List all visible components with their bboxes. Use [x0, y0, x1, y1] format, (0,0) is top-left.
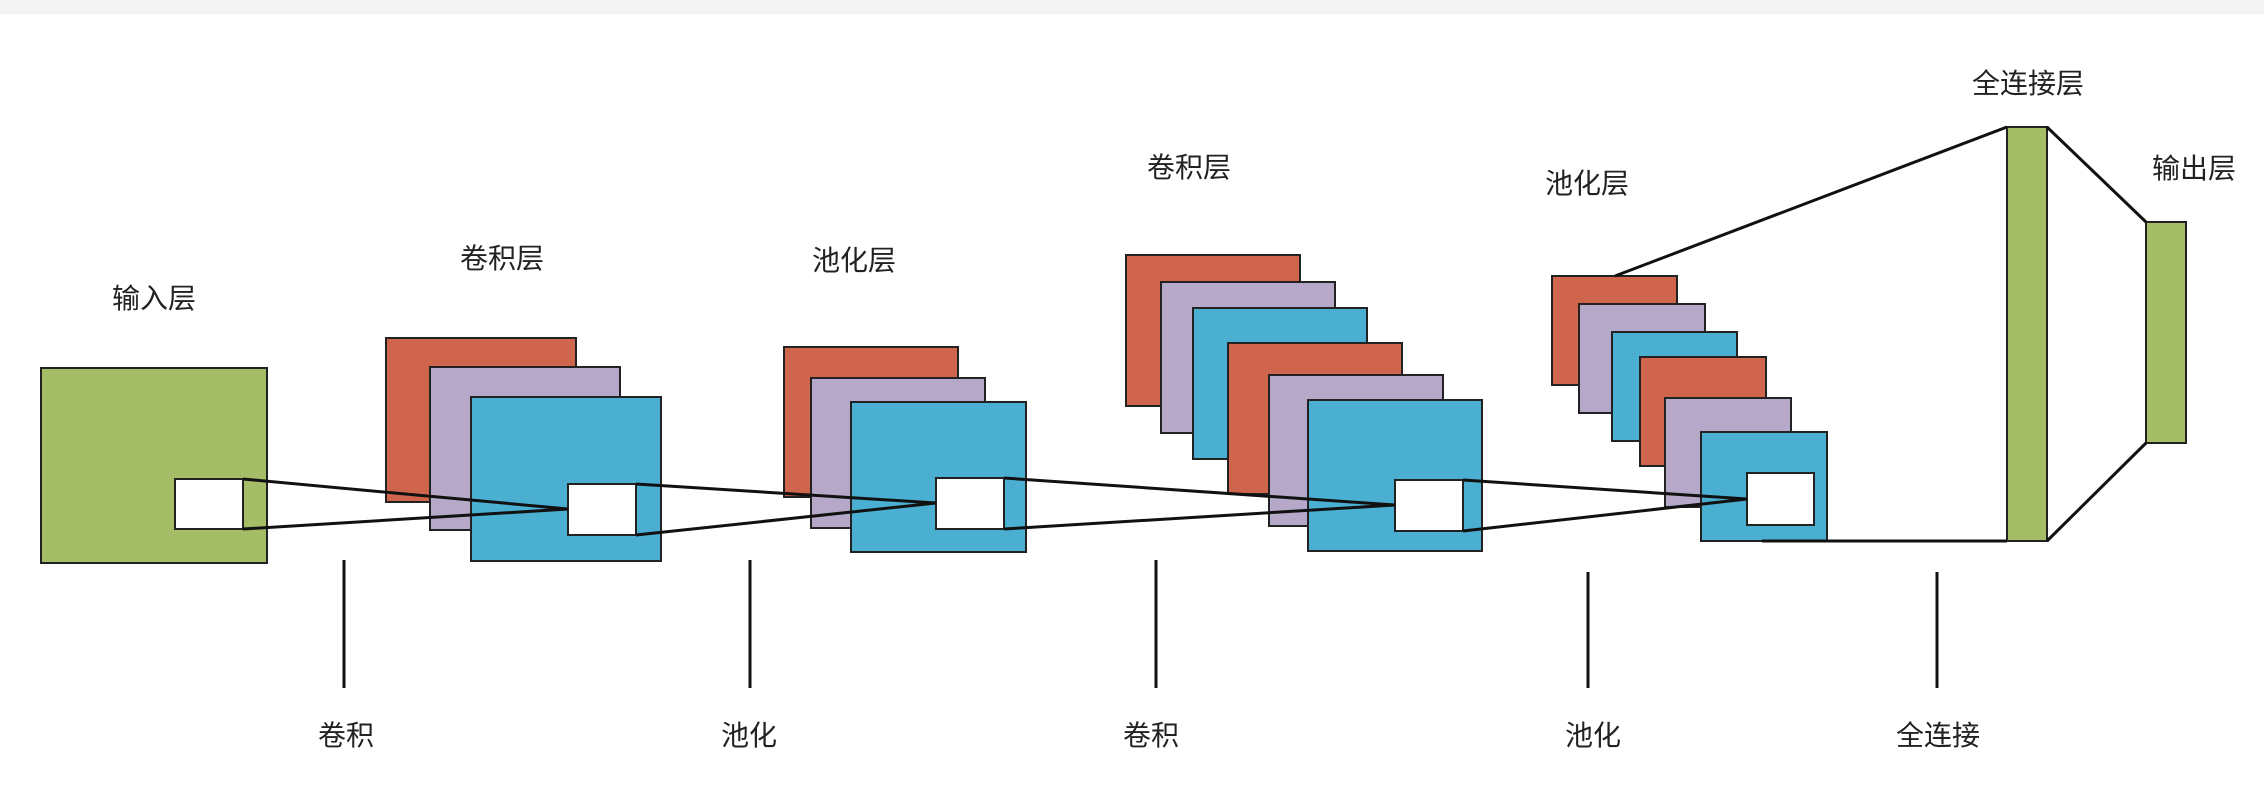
conn-input-bottom	[242, 507, 569, 531]
pool1-operation-label: 池化	[721, 719, 777, 752]
conn-conv1-bottom	[635, 501, 937, 537]
fc-operation-label: 全连接	[1896, 719, 1980, 752]
conv2-layer-label: 卷积层	[1147, 151, 1231, 184]
conv1-layer	[385, 337, 662, 562]
pool2-layer-label: 池化层	[1545, 167, 1629, 200]
pool1-layer-label: 池化层	[812, 244, 896, 277]
conn-pool1-top	[1003, 476, 1396, 507]
input-receptive-window	[174, 478, 244, 530]
input-layer	[40, 367, 268, 564]
conv2-operation-label: 卷积	[1123, 719, 1179, 752]
conv2-window	[1394, 479, 1464, 532]
fc-layer-bar	[2006, 126, 2048, 542]
conv1-layer-label: 卷积层	[460, 242, 544, 275]
pool2-layer	[1551, 275, 1828, 542]
conn-pool1-bottom	[1003, 503, 1396, 531]
conv1-map-blue	[470, 396, 662, 562]
top-edge-band	[0, 0, 2264, 14]
conn-fc-output-bottom	[2045, 441, 2148, 543]
conn-conv1-top	[635, 482, 937, 505]
conv1-operation-label: 卷积	[318, 719, 374, 752]
pool2-window	[1746, 472, 1815, 526]
conn-fc-output-top	[2045, 125, 2148, 224]
pool1-layer	[783, 346, 1027, 553]
output-layer-label: 输出层	[2152, 152, 2236, 185]
conn-pool2-fc-top	[1614, 125, 2008, 278]
output-layer-bar	[2145, 221, 2187, 444]
operation-separators	[342, 560, 1939, 688]
pool2-operation-label: 池化	[1565, 719, 1621, 752]
conn-input-top	[242, 477, 569, 511]
input-layer-label: 输入层	[112, 282, 196, 315]
connection-lines	[242, 125, 2148, 543]
conv1-window	[567, 483, 637, 536]
input-block	[40, 367, 268, 564]
fc-layer-label: 全连接层	[1972, 67, 2084, 100]
conn-conv2-bottom	[1462, 497, 1748, 533]
pool1-window	[935, 477, 1005, 530]
conv2-layer	[1125, 254, 1483, 552]
conn-conv2-top	[1462, 478, 1748, 501]
